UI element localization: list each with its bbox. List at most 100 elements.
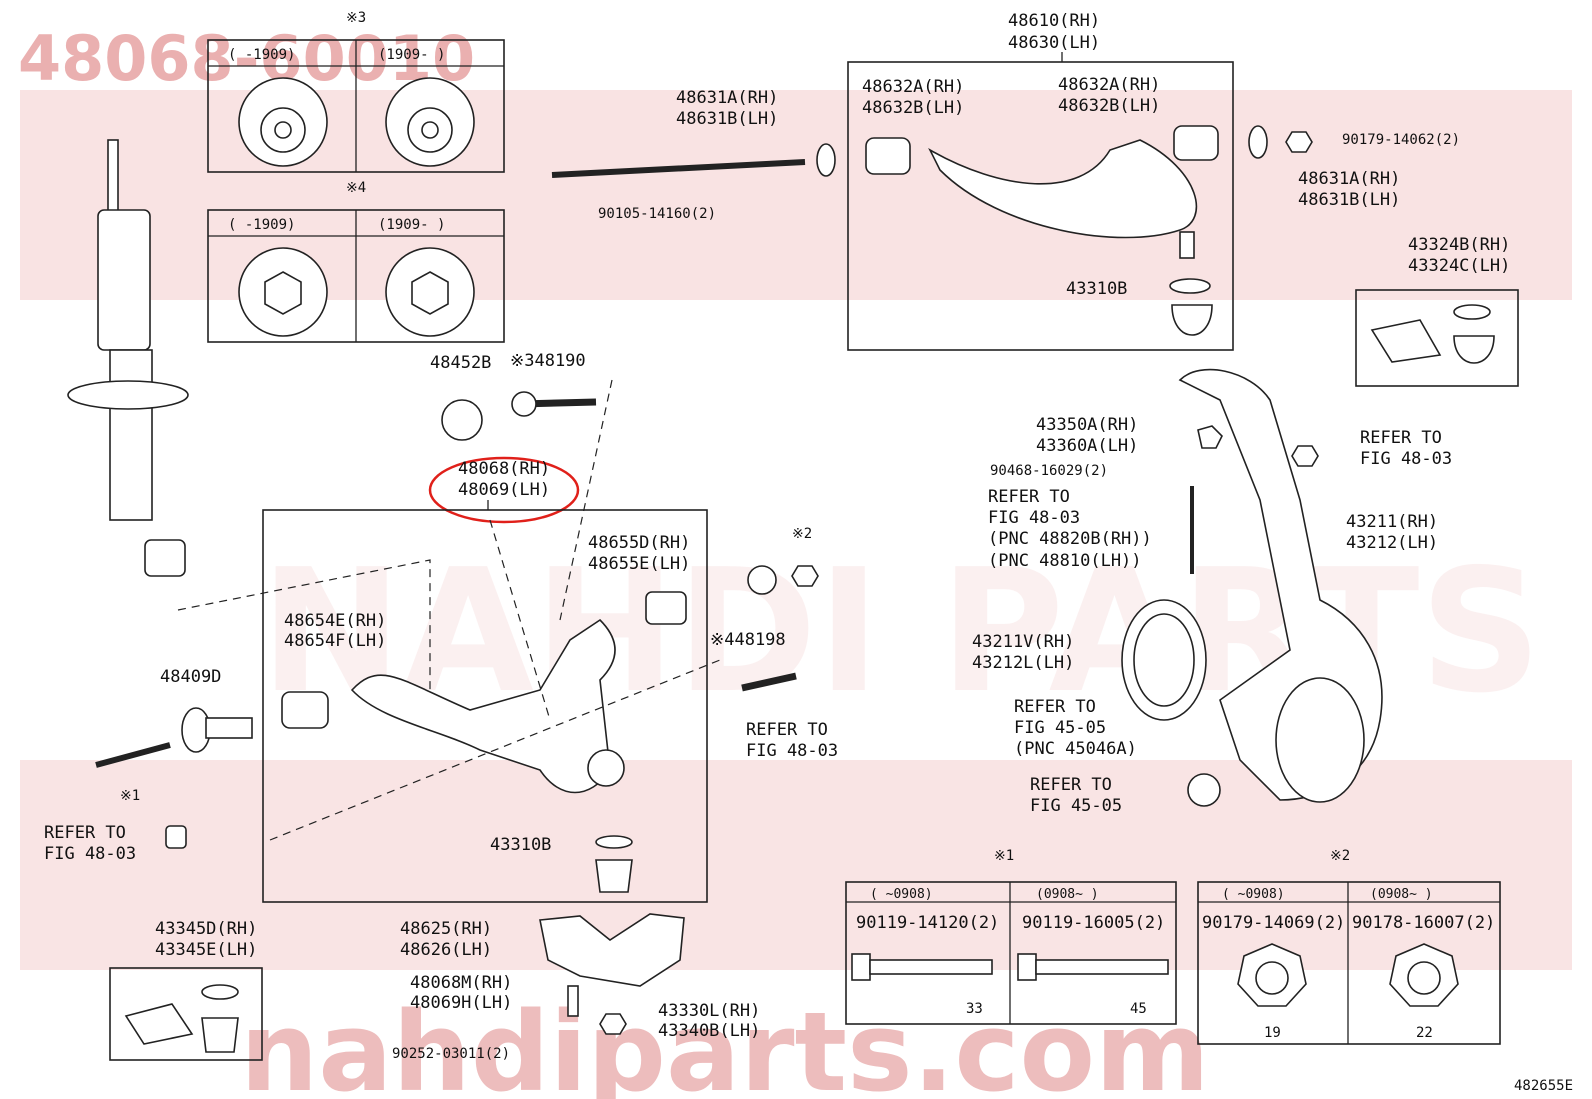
long-bolt-icon bbox=[551, 159, 806, 178]
refer2-line2: FIG 48-03 bbox=[1360, 449, 1452, 469]
label-48632a-left: 48632A(RH) bbox=[862, 77, 964, 97]
label-43324b: 43324B(RH) bbox=[1408, 235, 1510, 255]
bolt-table-x1: ※1 ( ~0908) (0908~ ) 90119-14120(2) 9011… bbox=[845, 848, 1177, 1025]
table-x1-col2-part: 90119-16005(2) bbox=[1022, 913, 1165, 933]
refer3-line1: REFER TO bbox=[746, 720, 828, 740]
refer4-line2: FIG 45-05 bbox=[1014, 718, 1106, 738]
inset-x4: ※4 ( -1909) (1909- ) bbox=[207, 180, 505, 343]
label-43310b-top: 43310B bbox=[1066, 279, 1127, 299]
table-x1-col1-dim: 33 bbox=[966, 1001, 983, 1017]
label-48626: 48626(LH) bbox=[400, 940, 492, 960]
grease-pack-icon bbox=[124, 1003, 194, 1045]
inset-x4-col1: ( -1909) bbox=[228, 217, 295, 233]
nut-icon bbox=[165, 825, 187, 849]
refer4-line1: REFER TO bbox=[1014, 697, 1096, 717]
label-43345e: 43345E(LH) bbox=[155, 940, 257, 960]
label-48625: 48625(RH) bbox=[400, 919, 492, 939]
label-x2-nut: ※2 bbox=[792, 526, 812, 542]
lower-arm-frame bbox=[262, 509, 708, 903]
label-90179-14062: 90179-14062(2) bbox=[1342, 132, 1460, 148]
tie-rod-end-icon bbox=[1187, 773, 1221, 807]
label-48409d: 48409D bbox=[160, 667, 221, 687]
pnc-48820b: (PNC 48820B(RH)) bbox=[988, 529, 1152, 549]
bolt-icon bbox=[741, 672, 797, 692]
table-x2-col2-range: (0908~ ) bbox=[1370, 887, 1433, 902]
bushing-icon bbox=[1173, 125, 1219, 161]
label-48655e: 48655E(LH) bbox=[588, 554, 690, 574]
bushing-icon bbox=[281, 691, 329, 729]
grease-pack-icon bbox=[1370, 319, 1442, 363]
label-43340b: 43340B(LH) bbox=[658, 1021, 760, 1041]
inset-x4-col2: (1909- ) bbox=[378, 217, 445, 233]
label-43310b-bottom: 43310B bbox=[490, 835, 551, 855]
table-x2-col1-dim: 19 bbox=[1264, 1025, 1281, 1041]
ring-icon bbox=[1453, 304, 1491, 320]
bushing-icon bbox=[645, 591, 687, 625]
label-43345d: 43345D(RH) bbox=[155, 919, 257, 939]
stopper-bracket-icon bbox=[539, 913, 685, 987]
shock-absorber-icon bbox=[67, 139, 189, 577]
label-48632a-right: 48632A(RH) bbox=[1058, 75, 1160, 95]
boot-icon bbox=[1171, 304, 1213, 336]
table-x2-col1-range: ( ~0908) bbox=[1222, 887, 1285, 902]
bolt-icon bbox=[567, 985, 579, 1017]
table-x1-col1-range: ( ~0908) bbox=[870, 887, 933, 902]
inset-x3-col2: (1909- ) bbox=[378, 47, 445, 63]
label-48198: ※448198 bbox=[710, 630, 786, 650]
upper-arm-frame bbox=[847, 61, 1234, 351]
inset-x3-col1: ( -1909) bbox=[228, 47, 295, 63]
label-48631b-right: 48631B(LH) bbox=[1298, 190, 1400, 210]
ring-icon bbox=[201, 984, 239, 1000]
label-90252: 90252-03011(2) bbox=[392, 1046, 510, 1062]
boot-icon bbox=[1453, 335, 1495, 364]
ball-joint-stud-icon bbox=[1179, 231, 1195, 259]
inset-x3-mark: ※3 bbox=[346, 10, 366, 26]
lower-arm-icon bbox=[350, 618, 616, 794]
table-x2-col1-part: 90179-14069(2) bbox=[1202, 913, 1345, 933]
table-x1-col2-range: (0908~ ) bbox=[1036, 887, 1099, 902]
boot-kit-43345: 43345D(RH) 43345E(LH) bbox=[109, 919, 263, 1061]
label-43212: 43212(LH) bbox=[1346, 533, 1438, 553]
label-90105: 90105-14160(2) bbox=[598, 206, 716, 222]
nut-icon bbox=[599, 1013, 627, 1035]
label-43211v: 43211V(RH) bbox=[972, 632, 1074, 652]
refer1-line2: FIG 48-03 bbox=[988, 508, 1080, 528]
table-x2-mark: ※2 bbox=[1330, 848, 1350, 864]
table-x1-col1-part: 90119-14120(2) bbox=[856, 913, 999, 933]
label-48631b-top: 48631B(LH) bbox=[676, 109, 778, 129]
label-48452b: 48452B bbox=[430, 353, 491, 373]
highlighted-part-label: 48068(RH) 48069(LH) bbox=[428, 456, 580, 524]
upper-arm-icon bbox=[928, 139, 1198, 239]
refer3-line2: FIG 48-03 bbox=[746, 741, 838, 761]
cam-washer-icon bbox=[441, 399, 483, 441]
nut-icon bbox=[1197, 425, 1223, 449]
label-48632b-right: 48632B(LH) bbox=[1058, 96, 1160, 116]
label-48068m: 48068M(RH) bbox=[410, 973, 512, 993]
upper-arm-group: 48610(RH) 48630(LH) 48632A(RH) 48632B(LH… bbox=[847, 11, 1234, 351]
refer6-line1: REFER TO bbox=[44, 823, 126, 843]
label-43330l: 43330L(RH) bbox=[658, 1001, 760, 1021]
label-48631a-right: 48631A(RH) bbox=[1298, 169, 1400, 189]
label-48632b-left: 48632B(LH) bbox=[862, 98, 964, 118]
cam-washer-icon bbox=[747, 565, 777, 595]
diagram-code: 482655E bbox=[1514, 1078, 1573, 1094]
refer5-line2: FIG 45-05 bbox=[1030, 796, 1122, 816]
label-43350a: 43350A(RH) bbox=[1036, 415, 1138, 435]
table-x2-col2-part: 90178-16007(2) bbox=[1352, 913, 1495, 933]
inset-x4-mark: ※4 bbox=[346, 180, 366, 196]
label-90468: 90468-16029(2) bbox=[990, 463, 1108, 479]
highlight-ellipse bbox=[428, 456, 580, 524]
lower-arm-group: 48655D(RH) 48655E(LH) 48654E(RH) 48654F(… bbox=[262, 509, 708, 903]
pnc-45046a: (PNC 45046A) bbox=[1014, 739, 1137, 759]
pnc-48810: (PNC 48810(LH)) bbox=[988, 551, 1142, 571]
label-43211: 43211(RH) bbox=[1346, 512, 1438, 532]
nut-icon bbox=[791, 565, 819, 587]
watermark-part-number: 48068-60010 bbox=[18, 22, 475, 95]
boot-icon bbox=[201, 1017, 239, 1053]
label-48655d: 48655D(RH) bbox=[588, 533, 690, 553]
washer-icon bbox=[1248, 125, 1268, 159]
label-48610: 48610(RH) bbox=[1008, 11, 1100, 31]
table-x1-col2-dim: 45 bbox=[1130, 1001, 1147, 1017]
